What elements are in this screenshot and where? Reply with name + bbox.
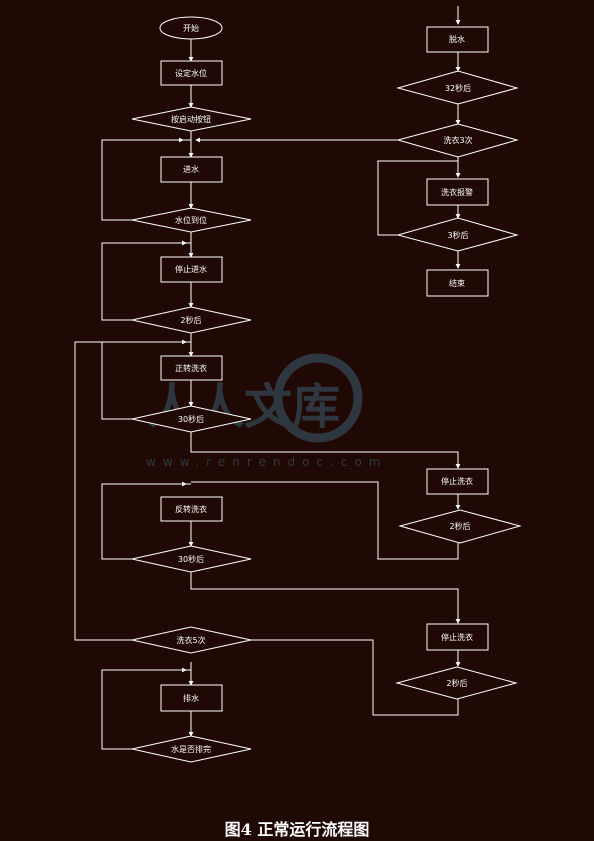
- svg-text:洗衣3次: 洗衣3次: [443, 135, 472, 145]
- end-box: 结束: [426, 269, 489, 297]
- svg-text:脱水: 脱水: [449, 34, 465, 44]
- start-terminal: 开始: [159, 16, 223, 40]
- svg-text:水位到位: 水位到位: [175, 215, 207, 225]
- drain-box: 排水: [160, 684, 223, 712]
- wait-2s-decision-b: 2秒后: [398, 509, 522, 544]
- svg-text:停止洗衣: 停止洗衣: [441, 476, 473, 486]
- svg-text:洗衣5次: 洗衣5次: [176, 635, 205, 645]
- svg-text:正转洗衣: 正转洗衣: [175, 363, 207, 373]
- svg-text:3秒后: 3秒后: [447, 230, 468, 240]
- watermark-url: www.renrendoc.com: [146, 455, 388, 469]
- svg-text:30秒后: 30秒后: [178, 414, 204, 424]
- svg-text:排水: 排水: [183, 693, 199, 703]
- wait-30s-decision-a: 30秒后: [131, 405, 252, 433]
- svg-text:32秒后: 32秒后: [445, 83, 471, 93]
- stop-wash-box-a: 停止洗衣: [426, 468, 489, 495]
- connectors: [74, 6, 461, 750]
- svg-text:2秒后: 2秒后: [446, 678, 467, 688]
- svg-text:结束: 结束: [449, 278, 465, 288]
- wait-32s-decision: 32秒后: [396, 70, 519, 105]
- washed-5-decision: 洗衣5次: [131, 626, 252, 654]
- svg-text:水是否排完: 水是否排完: [171, 744, 211, 754]
- reverse-wash-box: 反转洗衣: [160, 496, 223, 522]
- svg-text:30秒后: 30秒后: [178, 554, 204, 564]
- svg-text:按启动按钮: 按启动按钮: [171, 114, 211, 124]
- washed-3-decision: 洗衣3次: [396, 123, 519, 158]
- forward-wash-box: 正转洗衣: [160, 355, 223, 381]
- stop-wash-box-b: 停止洗衣: [426, 623, 489, 651]
- inlet-box: 进水: [160, 156, 223, 183]
- set-level-box: 设定水位: [160, 60, 223, 86]
- wait-30s-decision-b: 30秒后: [131, 545, 252, 573]
- start-pressed-decision: 按启动按钮: [131, 106, 252, 132]
- level-reached-decision: 水位到位: [131, 207, 252, 233]
- wait-3s-decision: 3秒后: [396, 217, 519, 252]
- svg-text:进水: 进水: [183, 164, 199, 174]
- wait-2s-decision-c: 2秒后: [395, 666, 518, 700]
- svg-text:2秒后: 2秒后: [180, 315, 201, 325]
- wait-2s-decision-a: 2秒后: [131, 306, 252, 334]
- svg-text:设定水位: 设定水位: [175, 68, 207, 78]
- dehydrate-box: 脱水: [426, 26, 489, 53]
- svg-text:洗衣报警: 洗衣报警: [441, 187, 473, 197]
- svg-text:反转洗衣: 反转洗衣: [175, 504, 207, 514]
- svg-text:2秒后: 2秒后: [449, 521, 470, 531]
- drain-done-decision: 水是否排完: [131, 735, 252, 763]
- wash-alarm-box: 洗衣报警: [426, 178, 489, 206]
- svg-text:停止洗衣: 停止洗衣: [441, 632, 473, 642]
- stop-inlet-box: 停止进水: [160, 256, 223, 283]
- svg-text:开始: 开始: [183, 23, 199, 33]
- figure-caption: 图4 正常运行流程图: [224, 820, 370, 839]
- svg-text:停止进水: 停止进水: [175, 264, 207, 274]
